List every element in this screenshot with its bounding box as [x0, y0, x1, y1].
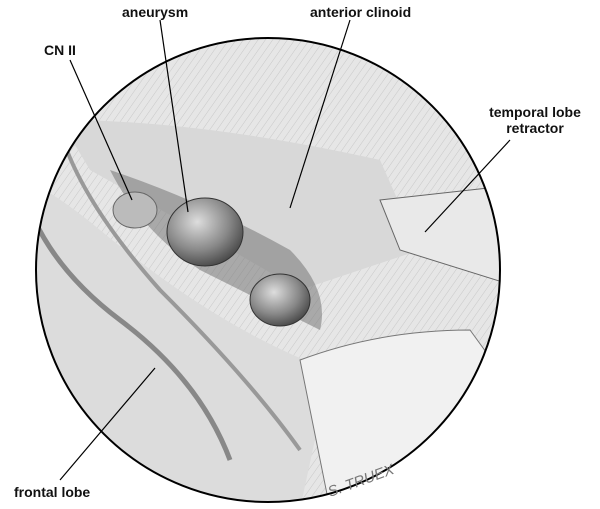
label-line: temporal lobe [489, 104, 581, 120]
leader-lines [59, 19, 511, 481]
cn2-nerve [112, 191, 158, 229]
label-cn2: CN II [44, 42, 76, 58]
label-temporal-lobe-retractor: temporal lobe retractor [480, 104, 590, 136]
label-line: retractor [506, 120, 564, 136]
temporal-lobe-retractor [379, 179, 500, 301]
anterior-clinoid-region [60, 120, 420, 290]
aneurysm-dome [166, 197, 244, 267]
vessel [58, 129, 302, 452]
carotid-artery [249, 273, 311, 327]
label-aneurysm: aneurysm [122, 4, 189, 20]
label-frontal-lobe: frontal lobe [14, 484, 91, 500]
label-anterior-clinoid: anterior clinoid [310, 4, 412, 20]
field-circle [35, 37, 501, 503]
